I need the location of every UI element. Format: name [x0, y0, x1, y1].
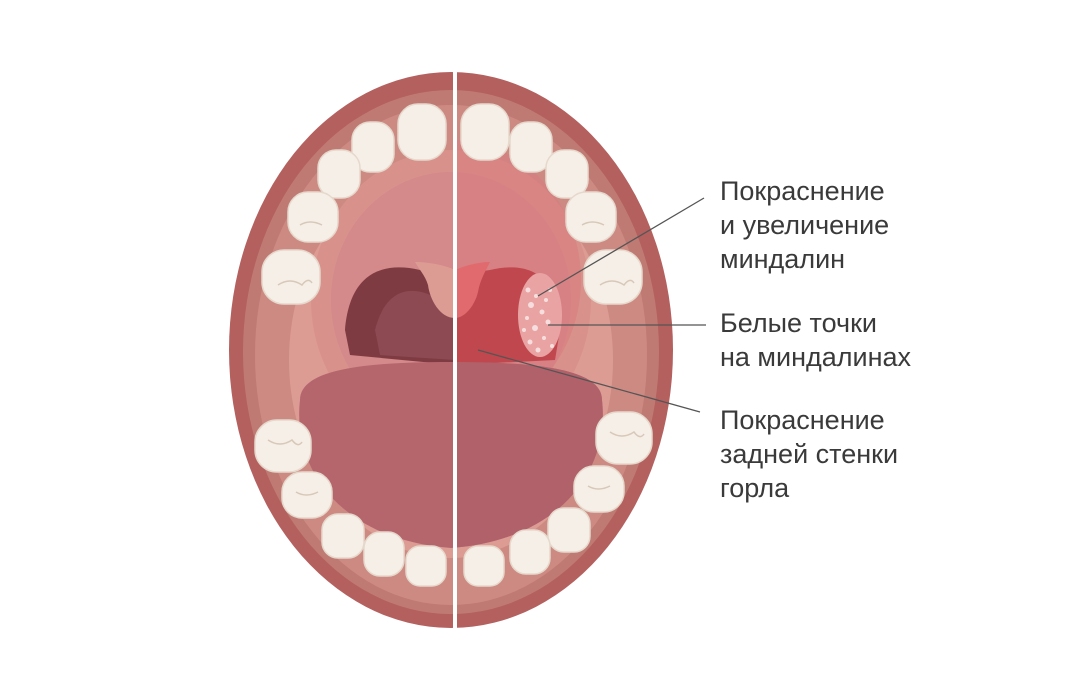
tooth	[595, 411, 653, 465]
tooth	[317, 149, 361, 199]
tooth	[321, 513, 365, 559]
tooth	[254, 419, 312, 473]
leader-line-tonsils	[537, 197, 705, 297]
tooth	[460, 103, 510, 161]
label-white-spots: Белые точки на миндалинах	[720, 308, 912, 372]
leader-line-throat	[477, 349, 701, 413]
label-tonsils-enlarged: Покраснение и увеличение миндалин	[720, 176, 890, 274]
tooth	[509, 529, 551, 575]
upper-teeth	[261, 103, 643, 305]
uvula-right	[455, 262, 490, 318]
tooth	[397, 103, 447, 161]
tooth	[583, 249, 643, 305]
tooth	[351, 121, 395, 173]
tooth	[547, 507, 591, 553]
tooth	[565, 191, 617, 243]
leader-lines	[477, 197, 706, 413]
uvula-left	[415, 262, 455, 318]
tooth	[287, 191, 339, 243]
tooth	[545, 149, 589, 199]
throat-left-back	[375, 290, 455, 360]
tonsil-right	[518, 273, 562, 357]
molar-grooves	[267, 221, 645, 496]
tooth	[261, 249, 321, 305]
tongue-right-tint	[455, 362, 603, 548]
tooth	[509, 121, 553, 173]
label-throat-redness: Покраснение задней стенки горла	[720, 405, 899, 503]
tooth	[463, 545, 505, 587]
white-spots	[522, 287, 554, 353]
tooth	[363, 531, 405, 577]
tooth	[405, 545, 447, 587]
